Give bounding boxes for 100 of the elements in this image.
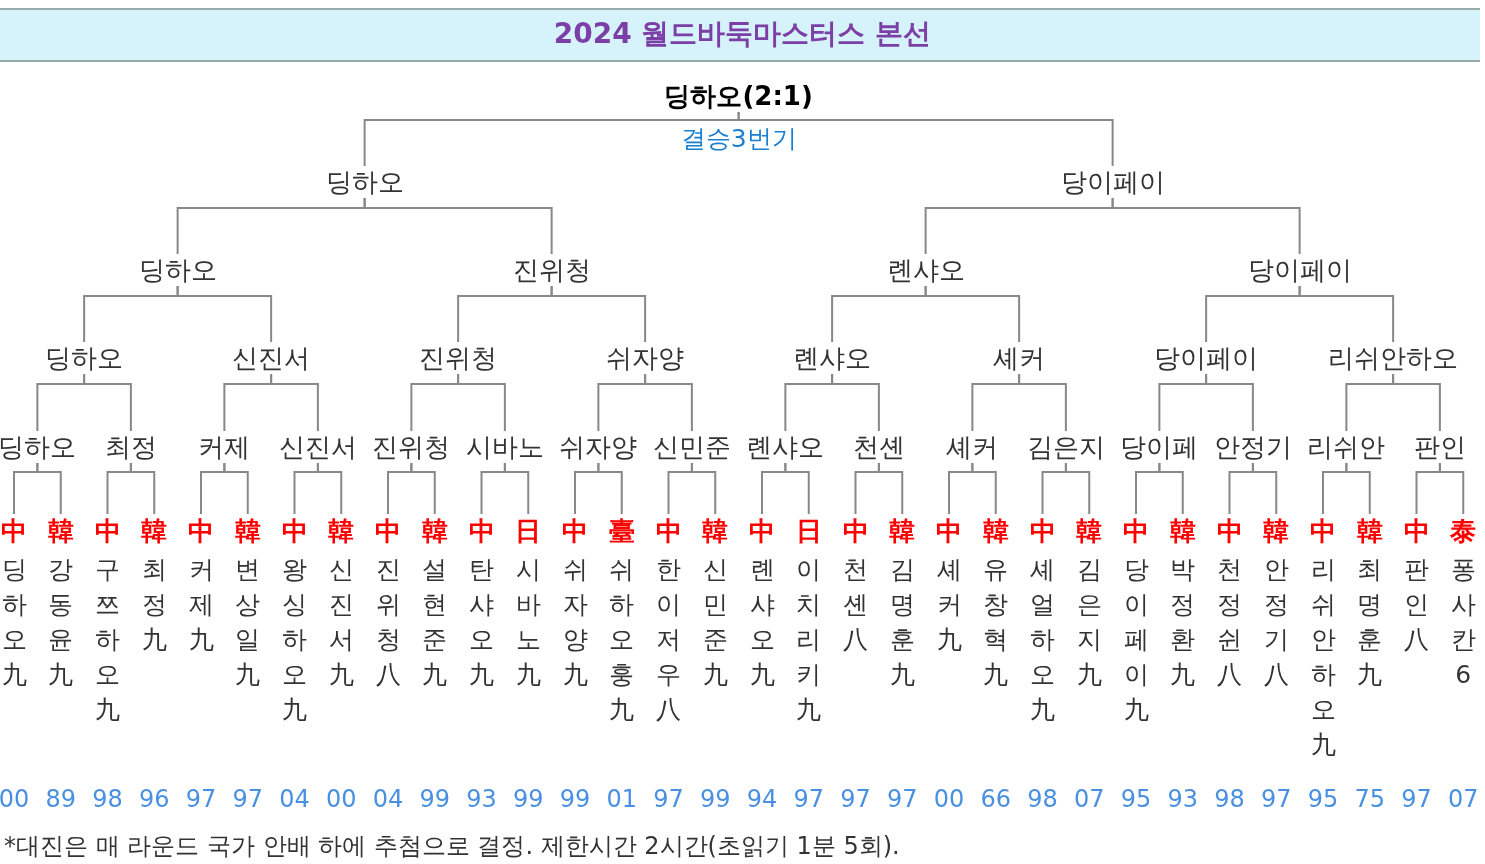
bracket-line [316, 462, 343, 515]
player-name: 리쉬안하오九 [1309, 554, 1337, 761]
country-mark: 中 [1029, 515, 1056, 548]
birth-year: 97 [793, 784, 824, 814]
bracket-line [1018, 373, 1067, 432]
player-name: 안정기八 [1263, 554, 1290, 691]
bracket-line [597, 462, 623, 515]
birth-year: 99 [699, 784, 731, 814]
birth-year: 75 [1354, 784, 1385, 814]
birth-year: 99 [559, 784, 591, 814]
country-mark: 韓 [421, 515, 448, 548]
birth-year: 99 [419, 784, 450, 814]
bracket-line [1345, 462, 1371, 515]
bracket-line [877, 462, 904, 515]
bracket-line [223, 462, 249, 515]
country-mark: 韓 [141, 515, 168, 548]
player-name: 강동윤九 [47, 554, 74, 691]
bracket-line [737, 111, 1114, 167]
player-name: 퐁사칸6 [1450, 554, 1477, 691]
birth-year: 89 [45, 784, 76, 814]
birth-year: 07 [1447, 784, 1479, 814]
birth-year: 98 [1027, 784, 1058, 814]
bracket-line [457, 373, 506, 432]
bracket-line [1298, 285, 1395, 343]
country-mark: 韓 [1076, 515, 1103, 548]
bracket-line [1392, 373, 1441, 432]
country-mark: 中 [1216, 515, 1243, 548]
country-mark: 韓 [1169, 515, 1196, 548]
bracket-line [1111, 197, 1301, 255]
country-mark: 中 [94, 515, 121, 548]
player-name: 왕싱하오九 [281, 554, 308, 726]
player-name: 신민준九 [702, 554, 729, 691]
bracket-line [503, 462, 530, 515]
player-name: 최정九 [141, 554, 168, 656]
country-mark: 中 [655, 515, 682, 548]
birth-year: 00 [325, 784, 357, 814]
bracket-line [1205, 373, 1254, 432]
country-mark: 韓 [47, 515, 74, 548]
bracket-line [1251, 462, 1278, 515]
player-name: 판인八 [1403, 554, 1430, 656]
birth-year: 97 [232, 784, 263, 814]
birth-year: 93 [1167, 784, 1198, 814]
bracket-line [644, 373, 693, 432]
bracket-line [270, 373, 319, 432]
birth-year: 97 [1401, 784, 1432, 814]
birth-year: 04 [372, 784, 404, 814]
player-name: 당이페이九 [1122, 554, 1150, 726]
player-name: 한이저우八 [655, 554, 682, 726]
country-mark: 韓 [1263, 515, 1290, 548]
birth-year: 96 [138, 784, 170, 814]
country-mark: 韓 [1356, 515, 1383, 548]
birth-year: 66 [980, 784, 1011, 814]
birth-year: 98 [1214, 784, 1245, 814]
birth-year: 00 [0, 784, 30, 814]
player-name: 셰커九 [935, 554, 963, 656]
bracket-line [176, 285, 273, 343]
player-name: 시바노九 [515, 554, 542, 691]
player-name: 쉬하오훙九 [608, 554, 635, 726]
birth-year: 98 [92, 784, 123, 814]
bracket-line [831, 373, 880, 432]
country-mark: 日 [515, 515, 542, 548]
birth-year: 00 [933, 784, 965, 814]
bracket-line [690, 462, 717, 515]
player-name: 천셴八 [842, 554, 869, 656]
bracket-line [550, 285, 647, 343]
birth-year: 95 [1307, 784, 1339, 814]
birth-year: 01 [606, 784, 637, 814]
country-mark: 中 [1123, 515, 1149, 548]
country-mark: 泰 [1450, 515, 1477, 548]
country-mark: 中 [468, 515, 495, 548]
player-name: 탄샤오九 [468, 554, 495, 691]
birth-year: 95 [1120, 784, 1152, 814]
player-name: 롄샤오九 [748, 554, 776, 691]
player-name: 구쯔하오九 [94, 554, 121, 726]
player-name: 이치리키九 [795, 554, 822, 726]
birth-year: 97 [185, 784, 217, 814]
player-name: 최명훈九 [1356, 554, 1383, 691]
player-name: 셰얼하오九 [1029, 554, 1056, 726]
country-mark: 韓 [889, 515, 916, 548]
country-mark: 韓 [234, 515, 261, 548]
birth-year: 97 [840, 784, 871, 814]
country-mark: 中 [749, 515, 775, 548]
birth-year: 97 [653, 784, 684, 814]
country-mark: 中 [281, 515, 308, 548]
bracket-line [36, 462, 62, 515]
player-name: 박정환九 [1169, 554, 1196, 691]
bracket-line [1064, 462, 1091, 515]
player-name: 천정쉰八 [1216, 554, 1243, 691]
player-name: 변상일九 [234, 554, 261, 691]
player-name: 커제九 [187, 554, 215, 656]
bracket-line [971, 462, 997, 515]
country-mark: 中 [188, 515, 214, 548]
country-mark: 中 [936, 515, 962, 548]
player-name: 진위청八 [374, 554, 402, 691]
player-name: 유창혁九 [982, 554, 1009, 691]
player-name: 신진서九 [328, 554, 355, 691]
country-mark: 韓 [982, 515, 1009, 548]
bracket-line [83, 373, 132, 432]
player-name: 설현준九 [421, 554, 448, 691]
bracket-line [1158, 462, 1184, 515]
